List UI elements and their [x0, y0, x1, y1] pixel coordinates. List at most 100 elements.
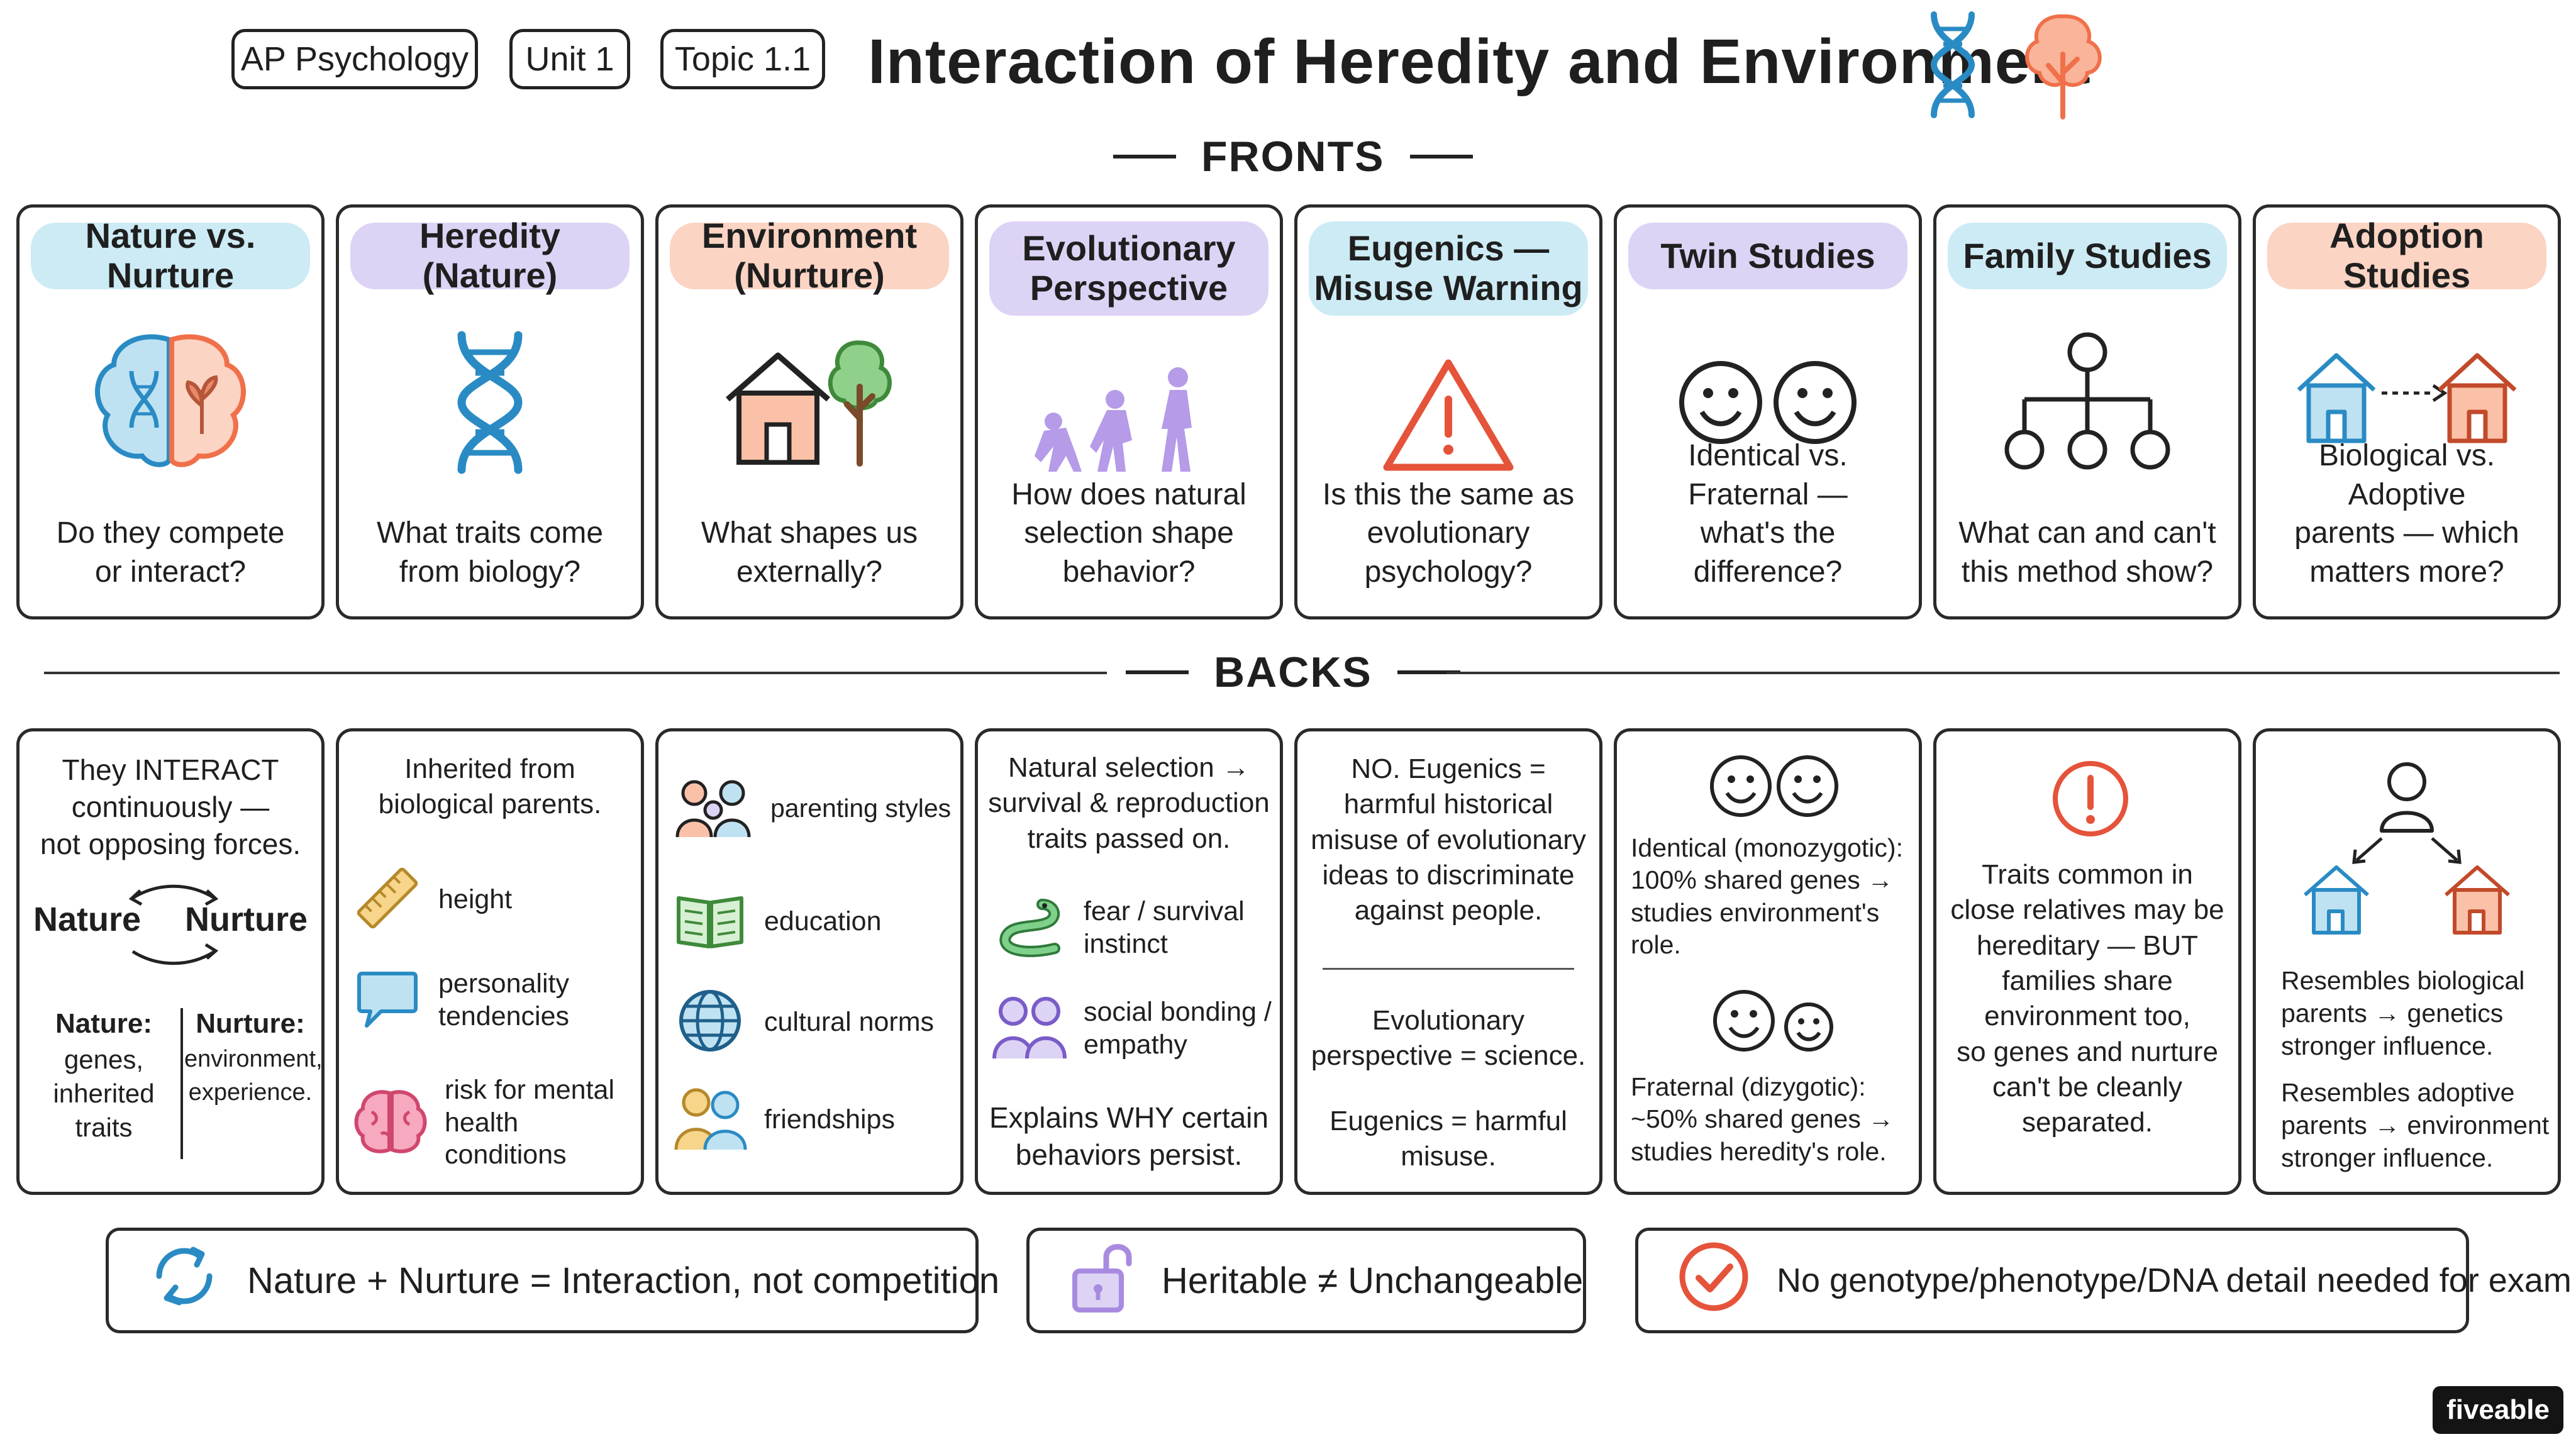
course-pill: AP Psychology — [231, 29, 478, 89]
family-text: Traits common in close relatives may be … — [1950, 859, 2224, 1138]
warning-icon — [1297, 330, 1599, 500]
takeaway-interaction: Nature + Nurture = Interaction, not comp… — [106, 1228, 999, 1333]
unlock-icon — [1067, 1238, 1136, 1323]
back-card-evolutionary[interactable]: Natural selection → survival & reproduct… — [975, 728, 1283, 1195]
card-question: Biological vs. Adoptive parents — which … — [2294, 439, 2519, 589]
takeaway-heritable: Heritable ≠ Unchangeable — [1026, 1228, 1586, 1333]
list-item: fear / survival instinct — [992, 892, 1274, 964]
fronts-heading: FRONTS — [1113, 132, 1473, 181]
adoption-adoptive-text: Resembles adoptive parents → environment… — [2281, 1078, 2550, 1173]
dna-icon — [1924, 11, 1981, 121]
list-item: social bonding / empathy — [992, 992, 1274, 1065]
back-card-eugenics[interactable]: NO. Eugenics = harmful historical misuse… — [1294, 728, 1602, 1195]
list-item: parenting styles — [672, 775, 954, 841]
dna-icon — [339, 318, 641, 487]
globe-icon — [672, 986, 748, 1058]
back-line-science: Evolutionary perspective = science. — [1311, 1005, 1586, 1072]
adoption-diagram-icon — [2287, 757, 2526, 942]
list-item: height — [353, 863, 635, 936]
cycle-arrows-icon — [147, 1238, 222, 1323]
topic-pill: Topic 1.1 — [660, 29, 825, 89]
list-item: personality tendencies — [353, 964, 635, 1036]
back-card-family-studies[interactable]: Traits common in close relatives may be … — [1933, 728, 2241, 1195]
back-card-adoption-studies[interactable]: Resembles biological parents → genetics … — [2253, 728, 2561, 1195]
back-line-misuse: Eugenics = harmful misuse. — [1330, 1106, 1567, 1172]
list-item: cultural norms — [672, 986, 954, 1058]
back-card-heredity[interactable]: Inherited from biological parents. heigh… — [336, 728, 644, 1195]
book-icon — [672, 889, 748, 955]
front-card-family-studies[interactable]: Family Studies What can and can't this m… — [1933, 204, 2241, 619]
divider-rule — [44, 672, 1107, 674]
people-icon — [992, 992, 1067, 1065]
backs-heading: BACKS — [1126, 648, 1460, 697]
front-card-evolutionary[interactable]: Evolutionary Perspective How does natura… — [975, 204, 1283, 619]
back-intro: NO. Eugenics = harmful historical misuse… — [1311, 753, 1586, 926]
brain-icon — [353, 1087, 428, 1159]
back-card-environment[interactable]: parenting styles education cultural norm… — [655, 728, 963, 1195]
nature-def: genes, inherited traits — [53, 1045, 155, 1142]
identical-twins-icon — [1708, 752, 1840, 824]
back-outro: Explains WHY certain behaviors persist. — [989, 1101, 1269, 1171]
card-title: Adoption Studies — [2267, 216, 2546, 295]
family-tree-icon — [1936, 318, 2238, 487]
item-label: risk for mental health conditions — [445, 1075, 615, 1170]
back-intro: Inherited from biological parents. — [378, 753, 602, 820]
item-label: personality tendencies — [438, 968, 569, 1031]
card-question: Identical vs. Fraternal — what's the dif… — [1688, 439, 1848, 589]
back-intro: They INTERACT continuously — not opposin… — [40, 753, 301, 860]
list-item: education — [672, 889, 954, 955]
divider-line — [1323, 968, 1574, 970]
back-card-twin-studies[interactable]: Identical (monozygotic): 100% shared gen… — [1614, 728, 1922, 1195]
page-title: Interaction of Heredity and Environment — [868, 26, 2091, 97]
item-label: cultural norms — [764, 1006, 935, 1037]
item-label: height — [438, 884, 513, 914]
nurture-def: environment, experience. — [184, 1046, 323, 1106]
card-question: What shapes us externally? — [701, 516, 918, 589]
item-label: fear / survival instinct — [1084, 896, 1245, 959]
friends-icon — [672, 1084, 748, 1156]
card-question: How does natural selection shape behavio… — [1011, 477, 1246, 589]
evolution-icon — [978, 330, 1280, 500]
heading-dash — [1126, 670, 1189, 674]
item-label: social bonding / empathy — [1084, 996, 1272, 1060]
list-item: risk for mental health conditions — [353, 1074, 635, 1172]
fronts-label: FRONTS — [1201, 133, 1385, 180]
takeaway-text: Heritable ≠ Unchangeable — [1162, 1260, 1584, 1301]
heading-dash — [1113, 155, 1176, 158]
front-card-nature-vs-nurture[interactable]: Nature vs. Nurture Do they compete or in… — [16, 204, 325, 619]
back-intro: Natural selection → survival & reproduct… — [988, 752, 1270, 854]
fraternal-text: Fraternal (dizygotic): ~50% shared genes… — [1631, 1072, 1894, 1166]
back-card-nature-vs-nurture[interactable]: They INTERACT continuously — not opposin… — [16, 728, 325, 1195]
card-title: Family Studies — [1948, 223, 2227, 289]
card-title: Nature vs. Nurture — [31, 216, 310, 295]
front-card-environment[interactable]: Environment (Nurture) What shapes us ext… — [655, 204, 963, 619]
card-question: What traits come from biology? — [376, 516, 604, 589]
front-card-eugenics[interactable]: Eugenics — Misuse Warning Is this the sa… — [1294, 204, 1602, 619]
backs-label: BACKS — [1214, 648, 1372, 696]
card-title: Heredity (Nature) — [350, 216, 630, 295]
header: AP Psychology Unit 1 Topic 1.1 Interacti… — [0, 11, 2576, 119]
front-card-twin-studies[interactable]: Twin Studies Identical vs. Fraternal — w… — [1614, 204, 1922, 619]
heading-dash — [1397, 670, 1460, 674]
card-question: What can and can't this method show? — [1958, 516, 2216, 589]
fraternal-twins-icon — [1711, 986, 1837, 1058]
brand-logo: fiveable — [2433, 1386, 2563, 1434]
nurture-word: Nurture — [184, 901, 308, 938]
divider-rule — [1446, 672, 2560, 674]
item-label: education — [764, 906, 882, 936]
alert-circle-icon — [2050, 758, 2131, 843]
front-card-adoption-studies[interactable]: Adoption Studies Biological vs. Adoptive… — [2253, 204, 2561, 619]
check-circle-icon — [1676, 1239, 1752, 1323]
card-title: Evolutionary Perspective — [989, 221, 1269, 316]
takeaway-text: Nature + Nurture = Interaction, not comp… — [247, 1260, 1000, 1301]
item-label: parenting styles — [770, 793, 952, 823]
ruler-icon — [353, 863, 422, 936]
front-card-heredity[interactable]: Heredity (Nature) What traits come from … — [336, 204, 644, 619]
item-label: friendships — [764, 1104, 895, 1135]
identical-text: Identical (monozygotic): 100% shared gen… — [1631, 833, 1903, 959]
nature-def-title: Nature: — [55, 1008, 153, 1039]
twin-faces-icon — [1617, 318, 1919, 487]
brain-dna-plant-icon — [19, 318, 321, 487]
speech-bubble-icon — [353, 964, 422, 1036]
tree-icon — [2016, 10, 2110, 123]
